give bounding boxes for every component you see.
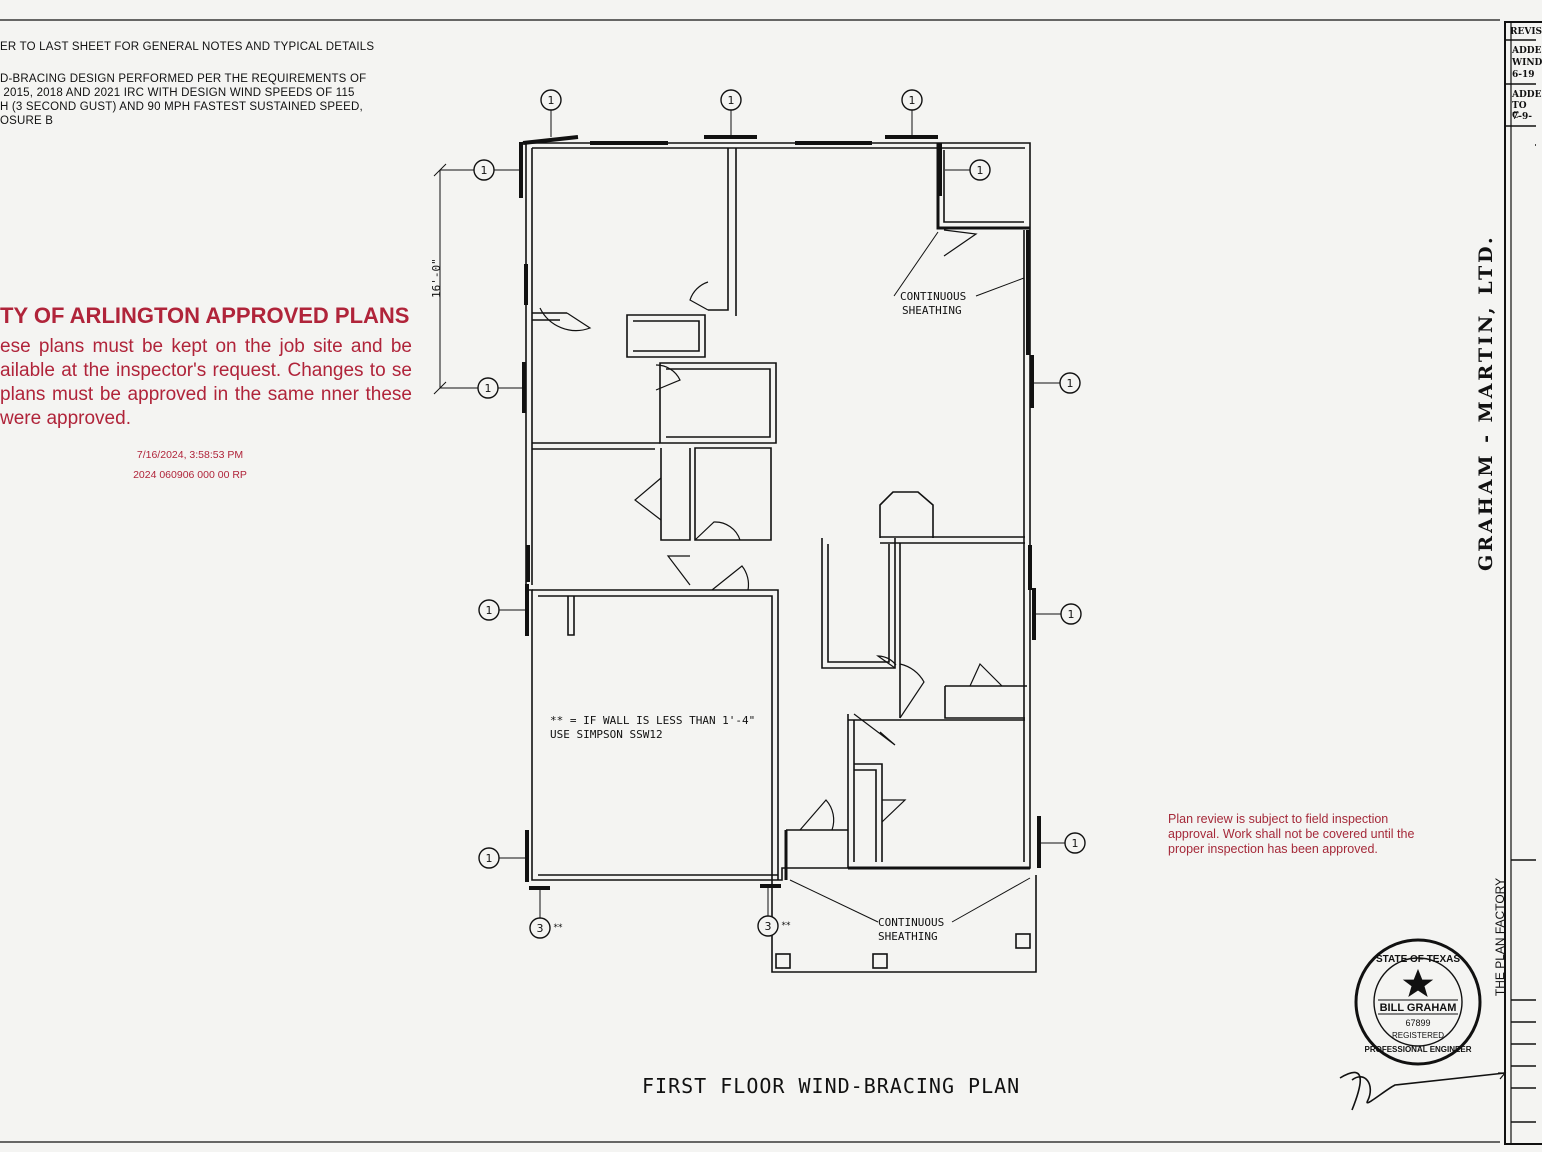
general-note-3: 2015, 2018 AND 2021 IRC WITH DESIGN WIND… (0, 87, 355, 99)
marker-label: 1 (548, 94, 555, 107)
general-note-4: H (3 SECOND GUST) AND 90 MPH FASTEST SUS… (0, 101, 363, 113)
wall-note-line-1: ** = IF WALL IS LESS THAN 1'-4" (550, 714, 755, 727)
marker-label: 1 (1072, 837, 1079, 850)
marker-suffix: ** (554, 923, 564, 933)
continuous-sheathing-label-1: CONTINUOUS (900, 290, 966, 303)
revision-1-line-3: 6-19 (1512, 70, 1535, 80)
continuous-sheathing-label-2: CONTINUOUS (878, 916, 944, 929)
sheathing-label-1: SHEATHING (902, 304, 962, 317)
plan-review-note: Plan review is subject to field inspecti… (1168, 812, 1415, 856)
revisions-header: REVIS (1510, 27, 1542, 37)
revision-2-line-3: 7-9- (1512, 112, 1532, 122)
seal-number: 67899 (1405, 1018, 1430, 1028)
marker-label: 3 (537, 922, 544, 935)
approval-body: ese plans must be kept on the job site a… (0, 336, 412, 429)
seal-registered: REGISTERED (1392, 1031, 1444, 1040)
seal-profession: PROFESSIONAL ENGINEER (1365, 1045, 1472, 1054)
approval-timestamp: 7/16/2024, 3:58:53 PM (136, 449, 244, 461)
approval-stamp: TY OF ARLINGTON APPROVED PLANS ese plans… (0, 303, 412, 485)
revision-1-line-1: ADDE (1512, 46, 1542, 56)
marker-label: 1 (481, 164, 488, 177)
plan-title: FIRST FLOOR WIND-BRACING PLAN (642, 1074, 1021, 1098)
approval-reference: 2024 060906 000 00 RP (133, 469, 247, 481)
marker-suffix: ** (782, 921, 792, 931)
seal-state: STATE OF TEXAS (1376, 954, 1460, 965)
marker-label: 1 (909, 94, 916, 107)
marker-label: 1 (486, 604, 493, 617)
general-note-5: OSURE B (0, 115, 54, 127)
marker-label: 1 (1068, 608, 1075, 621)
approval-title: TY OF ARLINGTON APPROVED PLANS (0, 303, 410, 328)
general-notes: ER TO LAST SHEET FOR GENERAL NOTES AND T… (0, 40, 400, 128)
general-note-2: D-BRACING DESIGN PERFORMED PER THE REQUI… (0, 73, 367, 85)
dimension-label: 16'-0" (430, 258, 443, 298)
marker-label: 1 (728, 94, 735, 107)
marker-label: 1 (485, 382, 492, 395)
firm-name: GRAHAM - MARTIN, LTD. (1475, 234, 1497, 571)
revision-1-line-2: WIND (1512, 58, 1542, 68)
marker-label: 1 (1067, 377, 1074, 390)
marker-label: 1 (486, 852, 493, 865)
wall-note-line-2: USE SIMPSON SSW12 (550, 728, 663, 741)
marker-label: 3 (765, 920, 772, 933)
sheathing-label-2: SHEATHING (878, 930, 938, 943)
general-note-1: ER TO LAST SHEET FOR GENERAL NOTES AND T… (0, 41, 375, 53)
marker-label: 1 (977, 164, 984, 177)
seal-name: BILL GRAHAM (1380, 1002, 1457, 1014)
revision-2-line-2: TO C (1512, 101, 1527, 121)
plan-factory-label: THE PLAN FACTORY (1493, 877, 1507, 997)
revision-2-line-1: ADDE (1512, 90, 1542, 100)
